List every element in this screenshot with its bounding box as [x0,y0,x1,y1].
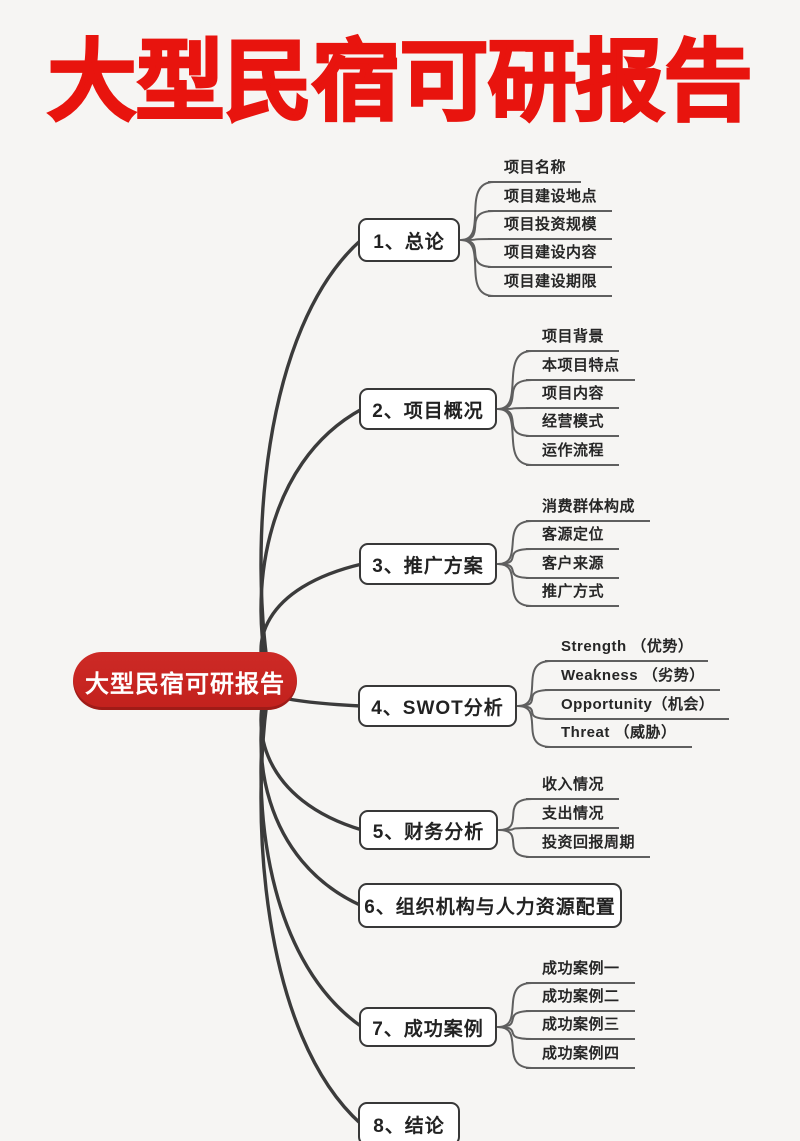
leaf-node: 客户来源 [526,552,620,579]
branch-node-4: 4、SWOT分析 [358,685,517,727]
leaf-node: 客源定位 [526,523,620,550]
leaf-node: 成功案例三 [526,1013,635,1040]
leaf-node: 收入情况 [526,773,620,800]
leaf-node: 项目建设地点 [488,185,613,212]
connector-path [498,829,533,858]
branch-node-5: 5、财务分析 [359,810,498,850]
connector-path [259,407,364,683]
leaf-node: Threat （威胁） [545,721,692,748]
leaf-node: 本项目特点 [526,354,635,381]
branch-node-7: 7、成功案例 [359,1007,497,1047]
report-title: 大型民宿可研报告 [46,30,753,132]
branch-node-8: 8、结论 [358,1102,460,1141]
leaf-node: 项目投资规模 [488,213,613,240]
leaf-node: 项目背景 [526,325,620,352]
leaf-node: 消费群体构成 [526,495,651,522]
leaf-node: 项目建设期限 [488,270,613,297]
branch-node-3: 3、推广方案 [359,543,497,585]
leaf-node: 成功案例一 [526,957,635,984]
leaf-node: 项目内容 [526,382,620,409]
central-node: 大型民宿可研报告 [73,652,297,710]
connector-path [259,679,363,908]
leaf-node: 运作流程 [526,439,620,466]
leaf-node: 支出情况 [526,802,620,829]
connector-path [517,660,552,707]
connector-path [497,1026,533,1069]
connector-path [259,679,363,1126]
branch-node-2: 2、项目概况 [359,388,497,430]
connector-path [259,238,363,683]
connector-path [497,408,533,466]
connector-path [460,239,495,297]
connector-path [517,705,552,748]
connector-path [497,563,533,607]
branch-node-6: 6、组织机构与人力资源配置 [358,883,622,928]
leaf-node: 项目建设内容 [488,241,613,268]
leaf-node: Weakness （劣势） [545,664,720,691]
leaf-node: Opportunity（机会） [545,693,730,720]
leaf-node: Strength （优势） [545,635,709,662]
central-node-label: 大型民宿可研报告 [85,670,285,698]
connector-path [497,350,533,410]
connector-path [460,181,495,241]
leaf-node: 成功案例四 [526,1042,635,1069]
branch-node-1: 1、总论 [358,218,460,262]
leaf-node: 推广方式 [526,580,620,607]
leaf-node: 投资回报周期 [526,831,651,858]
leaf-node: 项目名称 [488,156,582,183]
leaf-node: 成功案例二 [526,985,635,1012]
leaf-node: 经营模式 [526,410,620,437]
connector-path [259,679,364,1029]
